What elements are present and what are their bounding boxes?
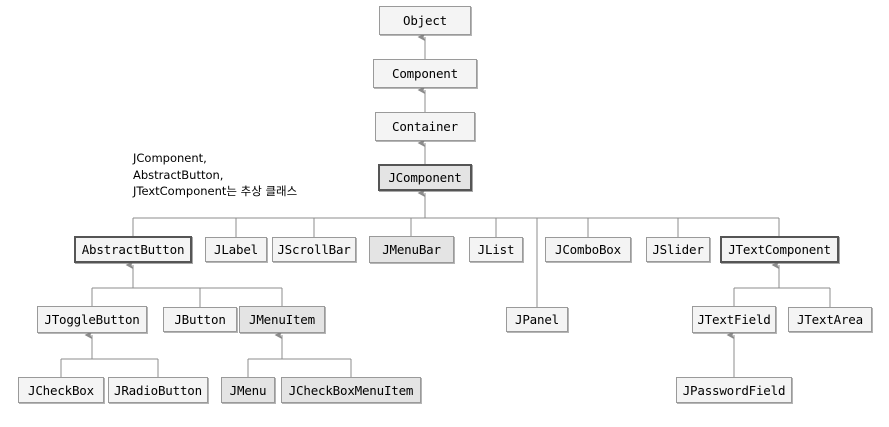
- class-node-label: JCheckBoxMenuItem: [288, 382, 414, 398]
- class-node-jcheckbox[interactable]: JCheckBox: [18, 377, 104, 403]
- class-node-jscrollbar[interactable]: JScrollBar: [272, 237, 356, 262]
- class-node-container[interactable]: Container: [375, 112, 475, 141]
- abstract-classes-note: JComponent, AbstractButton, JTextCompone…: [133, 151, 298, 198]
- class-node-jpanel[interactable]: JPanel: [506, 307, 568, 332]
- class-node-label: JPanel: [515, 312, 559, 327]
- class-node-label: JButton: [174, 312, 226, 327]
- class-node-label: JToggleButton: [44, 312, 140, 327]
- class-node-label: Object: [403, 13, 447, 28]
- class-node-abstractbutton[interactable]: AbstractButton: [74, 236, 192, 263]
- class-node-label: AbstractButton: [81, 242, 185, 257]
- class-node-label: JPasswordField: [682, 382, 786, 398]
- class-node-jmenubar[interactable]: JMenuBar: [369, 236, 454, 263]
- class-node-jtextarea[interactable]: JTextArea: [788, 307, 872, 332]
- class-node-jlist[interactable]: JList: [469, 237, 523, 262]
- class-node-jradiobutton[interactable]: JRadioButton: [108, 377, 208, 403]
- class-node-jmenu[interactable]: JMenu: [221, 377, 275, 403]
- class-node-object[interactable]: Object: [379, 6, 471, 35]
- class-node-label: JMenuBar: [382, 242, 441, 257]
- class-node-label: JScrollBar: [277, 242, 351, 257]
- class-node-label: JTextField: [697, 312, 771, 327]
- class-node-label: JComboBox: [555, 242, 621, 257]
- class-node-label: Component: [392, 66, 458, 81]
- class-node-jtextcomponent[interactable]: JTextComponent: [720, 236, 839, 263]
- class-node-label: JMenuItem: [249, 312, 315, 327]
- class-node-jmenuitem[interactable]: JMenuItem: [239, 306, 325, 333]
- class-node-jtextfield[interactable]: JTextField: [692, 306, 776, 333]
- class-node-label: Container: [392, 119, 458, 134]
- class-node-jslider[interactable]: JSlider: [646, 237, 710, 262]
- class-node-label: JTextArea: [797, 312, 863, 327]
- class-node-jbutton[interactable]: JButton: [163, 307, 237, 332]
- class-node-label: JList: [477, 242, 515, 257]
- class-node-label: JMenu: [229, 382, 267, 398]
- class-node-jtogglebutton[interactable]: JToggleButton: [37, 306, 147, 333]
- class-node-jpasswordfield[interactable]: JPasswordField: [676, 377, 792, 403]
- class-node-label: JCheckBox: [28, 382, 94, 398]
- class-node-label: JSlider: [652, 242, 704, 257]
- class-node-jcomponent[interactable]: JComponent: [378, 164, 472, 191]
- class-node-label: JLabel: [214, 242, 258, 257]
- class-node-label: JTextComponent: [728, 242, 831, 257]
- class-node-label: JRadioButton: [114, 382, 202, 398]
- class-node-jcombobox[interactable]: JComboBox: [545, 237, 631, 262]
- class-node-jcheckboxmenuitem[interactable]: JCheckBoxMenuItem: [281, 377, 421, 403]
- class-node-jlabel[interactable]: JLabel: [205, 237, 267, 262]
- class-node-component[interactable]: Component: [373, 59, 477, 88]
- class-node-label: JComponent: [388, 170, 462, 185]
